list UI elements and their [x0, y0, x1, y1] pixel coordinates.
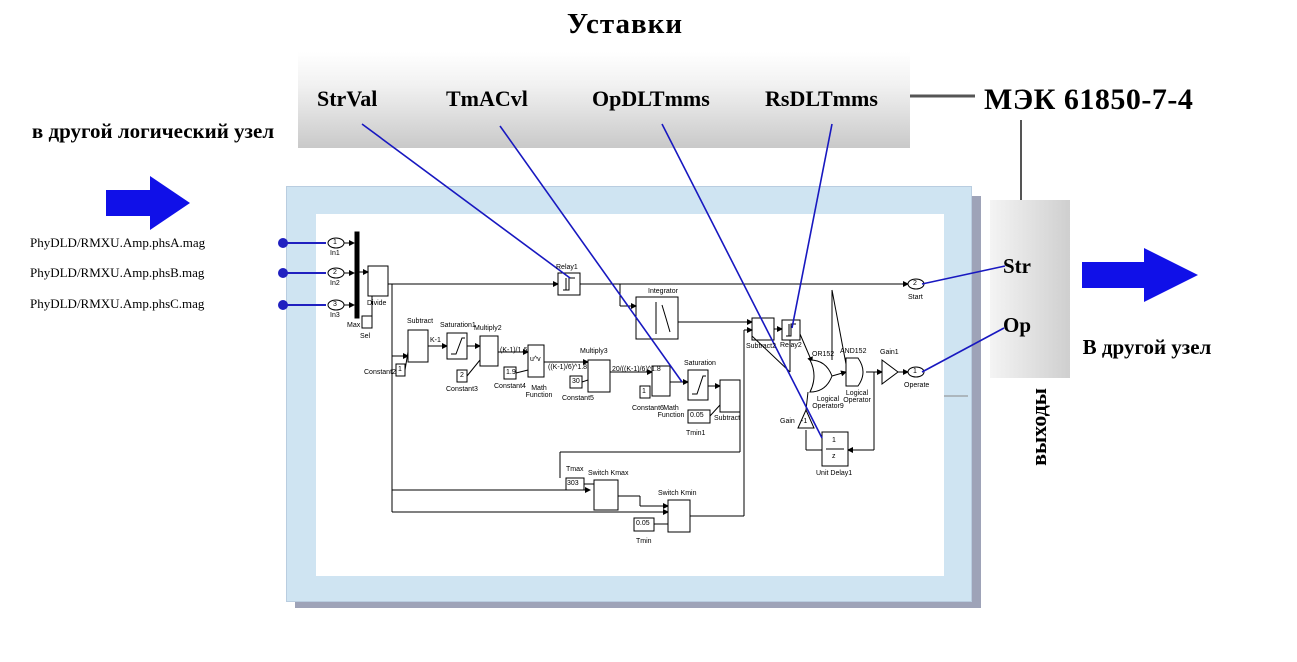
- tmin1-label: Tmin1: [686, 430, 706, 437]
- standard-label: МЭК 61850-7-4: [984, 83, 1194, 116]
- constant2-value: 1: [398, 366, 402, 373]
- constant4-label: Constant4: [494, 383, 526, 390]
- note-right: В другой узел: [1082, 335, 1212, 359]
- unit-delay-num: 1: [832, 437, 836, 444]
- multiply2-label: Multiply2: [474, 325, 502, 332]
- switch-kmax-label: Switch Kmax: [588, 470, 629, 477]
- tmax-value: 303: [567, 480, 579, 487]
- gain-label: Gain: [780, 418, 795, 425]
- note-left: в другой логический узел: [31, 119, 275, 143]
- in3-label: In3: [330, 312, 340, 319]
- sel-label: Sel: [360, 333, 371, 340]
- tmax-label: Tmax: [566, 466, 584, 473]
- logical-operator-label: Logical Operator: [843, 390, 871, 404]
- constant6-label: Constant6: [632, 405, 664, 412]
- operate-label: Operate: [904, 382, 930, 389]
- saturation-label: Saturation: [684, 360, 716, 367]
- setting-opdltmms: OpDLTmms: [592, 86, 710, 111]
- start-label: Start: [908, 294, 923, 301]
- subtract1-label: Subtract: [714, 415, 741, 422]
- math-function-label: Math Function: [525, 385, 553, 399]
- upow-label: u^v: [530, 356, 541, 363]
- output-str: Str: [1003, 254, 1031, 278]
- subtract2-label: Subtract2: [746, 343, 776, 350]
- input-lines: [278, 238, 326, 310]
- inport-3: 3: [333, 301, 337, 308]
- gain1-label: Gain1: [880, 349, 899, 356]
- unit-delay1-label: Unit Delay1: [816, 470, 853, 477]
- settings-bar: [298, 52, 910, 148]
- constant5-label: Constant5: [562, 395, 594, 402]
- constant3-label: Constant3: [446, 386, 478, 393]
- tmin1-value: 0.05: [690, 412, 704, 419]
- and152-label: AND152: [840, 348, 867, 355]
- unit-delay-den: z: [832, 453, 836, 460]
- setting-links: [361, 123, 1006, 439]
- math-function1-label: Math Function: [657, 405, 685, 419]
- switch-kmin-label: Switch Kmin: [658, 490, 697, 497]
- constant5-value: 30: [572, 378, 580, 385]
- subtract-label: Subtract: [407, 318, 434, 325]
- constant4-value: 1.9: [506, 369, 516, 376]
- relay2-label: Relay2: [780, 342, 802, 349]
- setting-rsdltmms: RsDLTmms: [765, 86, 878, 111]
- divide-label: Divide: [367, 300, 387, 307]
- in2-label: In2: [330, 280, 340, 287]
- tmin-value: 0.05: [636, 520, 650, 527]
- relay1-label: Relay1: [556, 264, 578, 271]
- expr1-label: (K-1)/1.6: [500, 347, 528, 354]
- k1-label: K-1: [430, 337, 441, 344]
- in1-label: In1: [330, 250, 340, 257]
- input-label-a: PhyDLD/RMXU.Amp.phsA.mag: [30, 235, 206, 250]
- gain-value: -1: [801, 418, 808, 425]
- arrow-right-icon: [1082, 248, 1198, 302]
- simulink-model: [327, 231, 925, 533]
- outport-start-num: 2: [913, 280, 917, 287]
- constant3-value: 2: [460, 372, 464, 379]
- setting-tmacvl: TmACvl: [446, 86, 528, 111]
- saturation1-label: Saturation1: [440, 322, 476, 329]
- tmin-label: Tmin: [636, 538, 652, 545]
- input-label-b: PhyDLD/RMXU.Amp.phsB.mag: [30, 265, 205, 280]
- model-canvas: [316, 214, 944, 576]
- expr3-label: 20/((K-1)/6)^1.8: [612, 366, 661, 373]
- integrator-label: Integrator: [648, 288, 678, 295]
- multiply3-label: Multiply3: [580, 348, 608, 355]
- expr2-label: ((K-1)/6)^1.8: [548, 364, 588, 371]
- outport-operate-num: 1: [913, 368, 917, 375]
- constant2-label: Constant2: [364, 369, 396, 376]
- logical-operator9-label: Logical Operator9: [812, 396, 844, 410]
- input-label-c: PhyDLD/RMXU.Amp.phsC.mag: [30, 296, 205, 311]
- constant6-value: 1: [642, 388, 646, 395]
- standard-connector: [910, 94, 1022, 200]
- output-op: Op: [1003, 313, 1032, 337]
- max-label: Max: [347, 322, 361, 329]
- arrow-left-icon: [106, 176, 190, 230]
- inport-1: 1: [333, 239, 337, 246]
- outputs-box: [990, 200, 1070, 378]
- diagram-title: Уставки: [566, 8, 684, 40]
- setting-strval: StrVal: [317, 86, 378, 111]
- or152-label: OR152: [812, 351, 835, 358]
- inport-2: 2: [333, 269, 337, 276]
